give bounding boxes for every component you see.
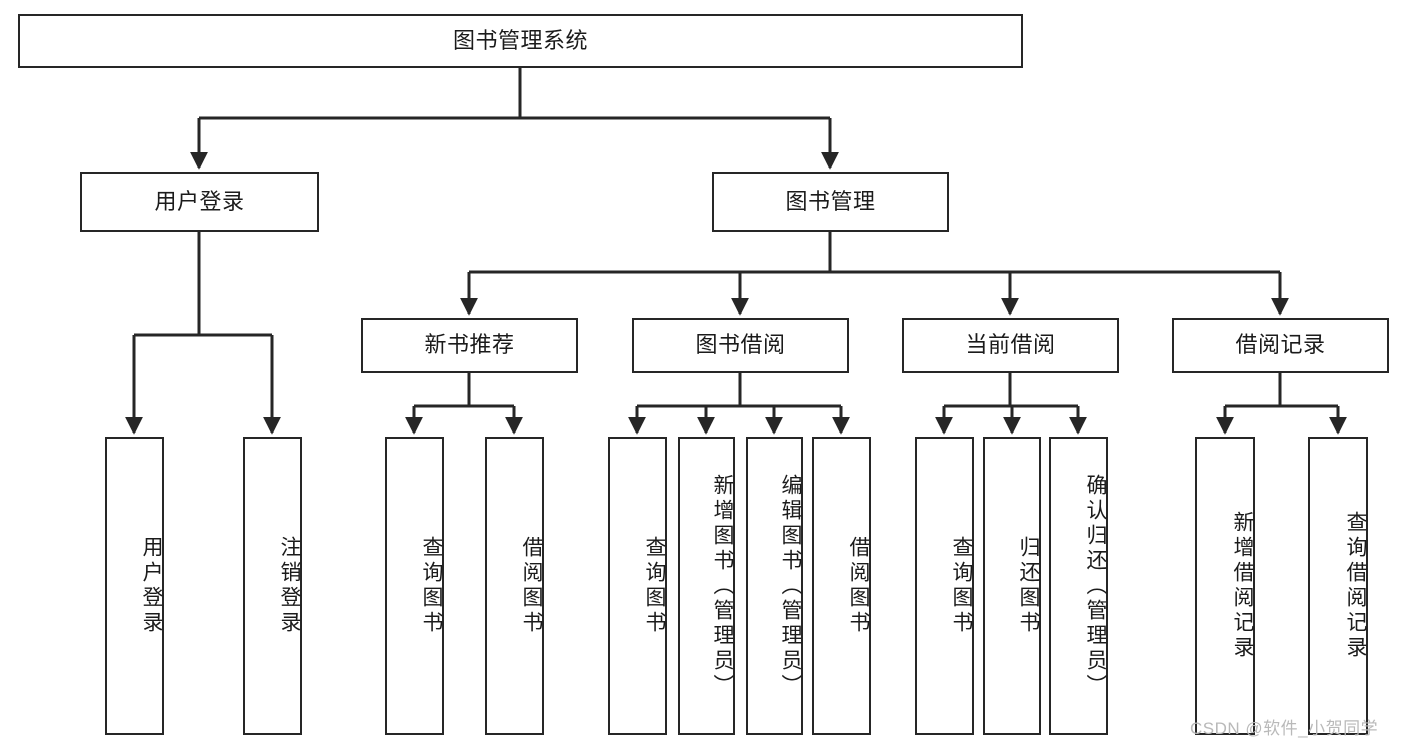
watermark: CSDN @软件_小贺同学	[1190, 719, 1379, 738]
node-leaf-borrow-book-label: 借阅图书	[847, 536, 870, 636]
node-leaf-query-book-recommend-label: 查询图书	[420, 536, 443, 636]
node-leaf-query-book-current-label: 查询图书	[950, 536, 973, 636]
node-book-manage[interactable]: 图书管理	[712, 172, 949, 232]
node-leaf-add-borrow-record-label: 新增借阅记录	[1231, 511, 1254, 661]
node-root-label: 图书管理系统	[452, 27, 588, 53]
node-leaf-user-login-label: 用户登录	[140, 536, 163, 636]
node-leaf-query-book-borrow[interactable]: 查询图书	[608, 437, 667, 735]
node-current-borrow[interactable]: 当前借阅	[902, 318, 1119, 373]
node-book-borrow-label: 图书借阅	[695, 332, 786, 358]
node-leaf-confirm-return-admin-label: 确认归还（管理员）	[1084, 473, 1107, 699]
node-book-manage-label: 图书管理	[785, 188, 876, 214]
node-leaf-user-logout[interactable]: 注销登录	[243, 437, 302, 735]
node-borrow-record-label: 借阅记录	[1235, 332, 1326, 358]
node-leaf-return-book[interactable]: 归还图书	[983, 437, 1041, 735]
node-leaf-borrow-book[interactable]: 借阅图书	[812, 437, 871, 735]
node-leaf-return-book-label: 归还图书	[1017, 536, 1040, 636]
node-leaf-borrow-book-recommend-label: 借阅图书	[520, 536, 543, 636]
node-new-book-recommend[interactable]: 新书推荐	[361, 318, 578, 373]
node-leaf-add-book-admin-label: 新增图书（管理员）	[711, 473, 734, 699]
node-book-borrow[interactable]: 图书借阅	[632, 318, 849, 373]
node-leaf-query-borrow-record-label: 查询借阅记录	[1344, 511, 1367, 661]
node-user-login[interactable]: 用户登录	[80, 172, 319, 232]
node-leaf-query-book-borrow-label: 查询图书	[643, 536, 666, 636]
node-leaf-query-book-recommend[interactable]: 查询图书	[385, 437, 444, 735]
node-leaf-user-logout-label: 注销登录	[278, 536, 301, 636]
node-new-book-recommend-label: 新书推荐	[424, 332, 515, 358]
node-leaf-user-login[interactable]: 用户登录	[105, 437, 164, 735]
node-user-login-label: 用户登录	[154, 188, 245, 214]
node-leaf-add-borrow-record[interactable]: 新增借阅记录	[1195, 437, 1255, 735]
node-leaf-add-book-admin[interactable]: 新增图书（管理员）	[678, 437, 735, 735]
node-leaf-query-book-current[interactable]: 查询图书	[915, 437, 974, 735]
node-leaf-borrow-book-recommend[interactable]: 借阅图书	[485, 437, 544, 735]
node-borrow-record[interactable]: 借阅记录	[1172, 318, 1389, 373]
node-leaf-query-borrow-record[interactable]: 查询借阅记录	[1308, 437, 1368, 735]
node-leaf-edit-book-admin[interactable]: 编辑图书（管理员）	[746, 437, 803, 735]
node-root[interactable]: 图书管理系统	[18, 14, 1023, 68]
node-leaf-edit-book-admin-label: 编辑图书（管理员）	[779, 473, 802, 699]
node-current-borrow-label: 当前借阅	[965, 332, 1056, 358]
node-leaf-confirm-return-admin[interactable]: 确认归还（管理员）	[1049, 437, 1108, 735]
